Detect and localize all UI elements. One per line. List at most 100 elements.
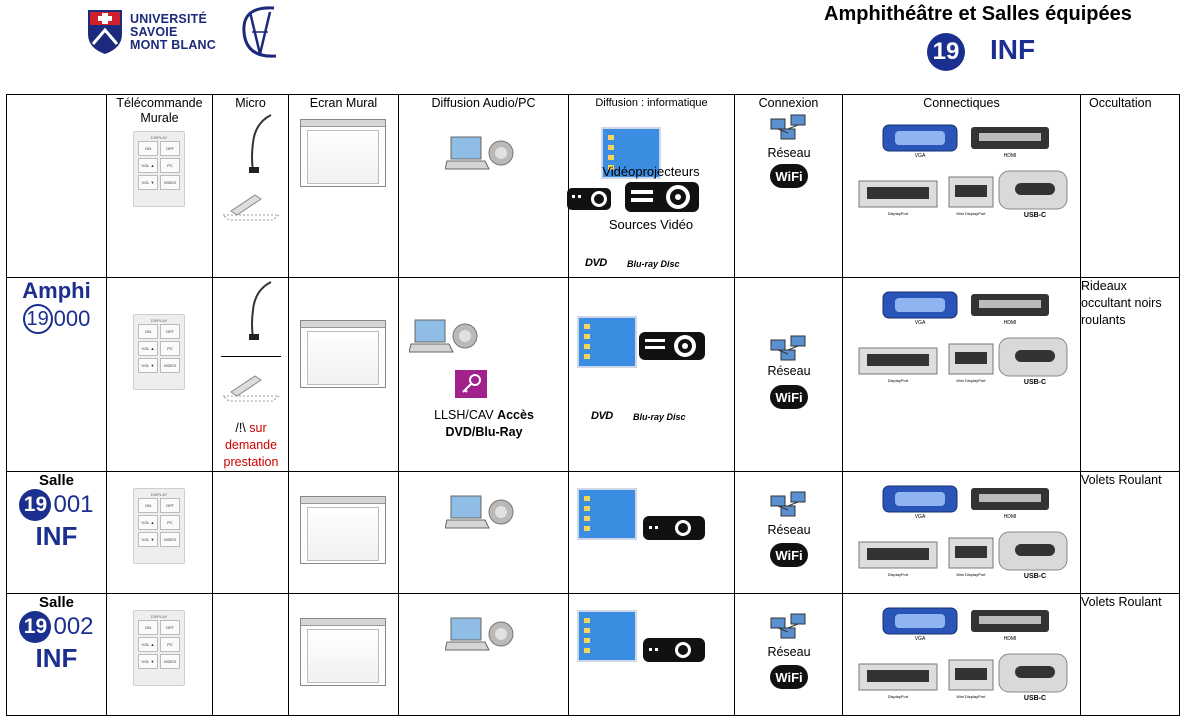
occultation-cell: Volets Roulant — [1080, 593, 1180, 716]
svg-text:WiFi: WiFi — [775, 670, 802, 685]
dvd-logo: DVD — [585, 257, 607, 269]
header-empty — [6, 94, 107, 278]
shield-icon — [88, 10, 122, 54]
screen-cell — [288, 593, 399, 716]
projector-icon — [639, 332, 705, 360]
screen-cell — [288, 277, 399, 472]
building-code: INF — [990, 34, 1036, 65]
desktop-screen-icon — [577, 488, 637, 540]
projector-icon — [643, 638, 705, 662]
svg-text:VGA: VGA — [915, 636, 926, 642]
connectiques-cell: VGA HDMI DisplayPort Mini DisplayPort US… — [842, 277, 1081, 472]
svg-text:WiFi: WiFi — [775, 390, 802, 405]
wall-screen-image — [300, 320, 386, 388]
wifi-icon: WiFi — [770, 385, 808, 409]
page-title: Amphithéâtre et Salles équipées — [824, 3, 1132, 25]
network-icon — [770, 491, 806, 517]
desktop-screen-icon — [601, 127, 661, 179]
building-number-badge: 19 — [927, 33, 965, 71]
micro-cell: /!\ sur demande prestation — [212, 277, 289, 472]
wifi-icon: WiFi — [770, 665, 808, 689]
audio-note: LLSH/CAV Accès DVD/Blu-Ray — [434, 408, 534, 439]
svg-text:VGA: VGA — [915, 153, 926, 159]
network-icon — [770, 114, 806, 140]
header-occultation: Occultation — [1080, 94, 1180, 278]
informatique-cell — [568, 471, 735, 594]
header-micro: Micro — [212, 94, 289, 278]
svg-text:USB-C: USB-C — [1024, 695, 1046, 702]
network-icon — [770, 335, 806, 361]
university-name-line-3: MONT BLANC — [130, 37, 217, 52]
svg-text:USB-C: USB-C — [1024, 573, 1046, 580]
micro-cell-empty — [212, 593, 289, 716]
gooseneck-mic-icon — [249, 281, 272, 340]
divider — [221, 356, 281, 357]
svg-text:DisplayPort: DisplayPort — [888, 694, 909, 699]
svg-text:HDMI: HDMI — [1004, 153, 1017, 159]
laptop-speaker-icon — [445, 495, 514, 529]
audio-cell — [398, 593, 569, 716]
svg-text:WiFi: WiFi — [775, 548, 802, 563]
projector-icon — [643, 516, 705, 540]
svg-text:DisplayPort: DisplayPort — [888, 378, 909, 383]
connectiques-cell: VGA HDMI DisplayPort Mini DisplayPort US… — [842, 471, 1081, 594]
connectors-image: VGA HDMI DisplayPort Mini DisplayPort US… — [858, 124, 1068, 219]
svg-text:VGA: VGA — [915, 514, 926, 520]
svg-text:USB-C: USB-C — [1024, 379, 1046, 386]
connectors-image: VGA HDMI DisplayPort Mini DisplayPort US… — [858, 607, 1068, 702]
svg-text:USB-C: USB-C — [1024, 212, 1046, 219]
bluray-logo: Blu-ray Disc — [627, 259, 680, 269]
svg-text:DisplayPort: DisplayPort — [888, 211, 909, 216]
university-name-line-2: SAVOIE — [130, 24, 178, 39]
svg-text:Mini DisplayPort: Mini DisplayPort — [957, 694, 987, 699]
wifi-icon: WiFi — [770, 543, 808, 567]
occultation-cell: Rideaux occultant noirs roulants — [1080, 277, 1180, 472]
reseau-label: Réseau — [767, 523, 811, 537]
audio-cell: LLSH/CAV Accès DVD/Blu-Ray — [398, 277, 569, 472]
reseau-label: Réseau — [767, 364, 811, 378]
wall-screen-image — [300, 119, 386, 187]
svg-text:Mini DisplayPort: Mini DisplayPort — [957, 378, 987, 383]
occultation-cell: Volets Roulant — [1080, 471, 1180, 594]
connectiques-cell: VGA HDMI DisplayPort Mini DisplayPort US… — [842, 593, 1081, 716]
header-connexion: Connexion Réseau WiFi — [734, 94, 843, 278]
connectors-image: VGA HDMI DisplayPort Mini DisplayPort US… — [858, 485, 1068, 580]
svg-text:Mini DisplayPort: Mini DisplayPort — [957, 572, 987, 577]
svg-text:DisplayPort: DisplayPort — [888, 572, 909, 577]
laptop-speaker-icon — [445, 617, 514, 651]
wall-screen-image — [300, 496, 386, 564]
laptop-speaker-icon — [409, 319, 478, 353]
connexion-cell: Réseau WiFi — [734, 277, 843, 472]
projectors-icon — [567, 182, 699, 212]
videoprojecteurs-label: Vidéoprojecteurs — [602, 164, 700, 179]
informatique-cell — [568, 593, 735, 716]
connectors-image: VGA HDMI DisplayPort Mini DisplayPort US… — [858, 291, 1068, 386]
svg-text:HDMI: HDMI — [1004, 320, 1017, 326]
reseau-label: Réseau — [767, 146, 811, 160]
desktop-screen-icon — [577, 316, 637, 368]
header-audio: Diffusion Audio/PC — [398, 94, 569, 278]
screen-cell — [288, 471, 399, 594]
reseau-label: Réseau — [767, 645, 811, 659]
micro-note: /!\ sur demande prestation — [223, 421, 279, 469]
laptop-speaker-icon — [445, 136, 514, 170]
network-icon — [770, 613, 806, 639]
gooseneck-mic-icon — [249, 114, 272, 173]
header-screen: Ecran Mural — [288, 94, 399, 278]
university-name-line-1: UNIVERSITÉ — [130, 11, 208, 26]
header-connectiques: Connectiques VGA HDMI DisplayPort Mini D… — [842, 94, 1081, 278]
wireless-mic-icon — [221, 194, 281, 221]
